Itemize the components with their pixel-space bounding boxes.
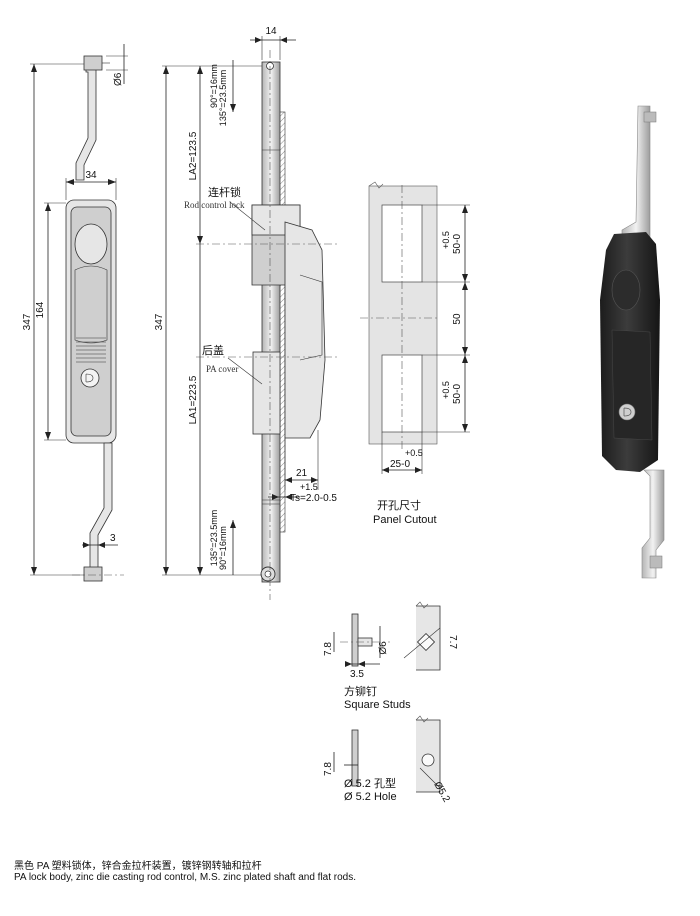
side-view: 14 347 LA2=123.5 LA1=223.5 90°=16mm 135°… bbox=[154, 26, 340, 600]
hole-label-cn: Ø 5.2 孔型 bbox=[344, 776, 396, 790]
side-dim-21: 21 bbox=[296, 468, 308, 479]
footer-description-cn: 黑色 PA 塑料锁体，锌合金拉杆装置，镀锌钢转轴和拉杆 bbox=[14, 861, 262, 872]
cutout-title-cn: 开孔尺寸 bbox=[377, 498, 421, 512]
studs-dim-3-5: 3.5 bbox=[350, 669, 364, 680]
side-dim-347: 347 bbox=[154, 313, 165, 330]
photo-lower-rod bbox=[641, 469, 665, 579]
side-label-cover-cn: 后盖 bbox=[202, 343, 224, 357]
studs-dim-7-7: 7.7 bbox=[447, 635, 458, 649]
hole-dim-7-8: 7.8 bbox=[323, 762, 334, 776]
side-label-rod-en: Rod control lock bbox=[184, 200, 245, 210]
cutout-dim-lower-tol: +0.5 bbox=[441, 381, 451, 399]
photo-bottom-stud bbox=[649, 555, 663, 569]
footer-description-en: PA lock body, zinc die casting rod contr… bbox=[14, 872, 357, 883]
photo-handle-button bbox=[611, 269, 641, 311]
cutout-title-en: Panel Cutout bbox=[373, 514, 437, 526]
side-ts: Ts=2.0-0.5 bbox=[290, 493, 337, 504]
cutout-dim-upper: 50-0 bbox=[452, 234, 463, 254]
photo-upper-rod bbox=[621, 105, 651, 246]
side-dim-14: 14 bbox=[265, 26, 277, 37]
side-angle-top-135: 135°=23.5mm bbox=[218, 70, 228, 126]
side-label-cover-en: PA cover bbox=[206, 364, 238, 374]
front-dim-34: 34 bbox=[85, 170, 97, 181]
studs-title-cn: 方铆钉 bbox=[344, 684, 377, 698]
front-key-cylinder bbox=[80, 368, 100, 388]
cutout-dim-width: 25-0 bbox=[390, 459, 410, 470]
front-lower-rod bbox=[89, 442, 113, 576]
studs-dim-7-8: 7.8 bbox=[323, 642, 334, 656]
side-angle-bot-135: 135°=23.5mm bbox=[209, 510, 219, 566]
front-handle-button bbox=[74, 223, 108, 265]
cutout-dim-mid: 50 bbox=[452, 313, 463, 325]
hole-circle bbox=[421, 753, 435, 767]
side-angle-top-90: 90°=16mm bbox=[209, 64, 219, 108]
front-dim-347: 347 bbox=[22, 313, 33, 330]
front-dim-phi6: Ø6 bbox=[113, 72, 124, 86]
front-dim-164: 164 bbox=[35, 301, 46, 318]
square-studs-detail: 7.8 Ø6 3.5 7.7 方铆钉 Square Studs bbox=[323, 601, 458, 711]
side-handle-body bbox=[284, 221, 326, 439]
panel-cutout: 50-0 +0.5 50 50-0 +0.5 +0.5 25-0 开孔尺寸 Pa… bbox=[360, 181, 470, 526]
front-upper-rod bbox=[75, 61, 97, 181]
front-grip-ribs bbox=[76, 337, 106, 363]
side-la2: LA2=123.5 bbox=[188, 131, 199, 180]
photo-top-stud bbox=[643, 111, 657, 123]
front-bottom-stud bbox=[83, 566, 103, 582]
studs-title-en: Square Studs bbox=[344, 699, 411, 711]
side-rod bbox=[261, 61, 281, 583]
product-photo bbox=[600, 105, 665, 579]
side-ts-tol: +1.5 bbox=[300, 482, 318, 492]
front-view: 347 164 34 Ø6 3 bbox=[22, 44, 128, 582]
front-top-stud bbox=[83, 55, 103, 71]
side-label-rod-cn: 连杆锁 bbox=[208, 185, 241, 199]
side-la1: LA1=223.5 bbox=[188, 375, 199, 424]
side-pa-cover bbox=[252, 351, 281, 435]
cutout-dim-upper-tol: +0.5 bbox=[441, 231, 451, 249]
hole-detail: 7.8 Ø5.2 Ø 5.2 孔型 Ø 5.2 Hole bbox=[323, 715, 452, 805]
side-angle-bot-90: 90°=16mm bbox=[218, 526, 228, 570]
front-dim-3: 3 bbox=[110, 533, 116, 544]
photo-key-cylinder bbox=[618, 403, 636, 421]
cutout-dim-lower: 50-0 bbox=[452, 384, 463, 404]
cutout-dim-width-tol: +0.5 bbox=[405, 448, 423, 458]
studs-dim-phi6: Ø6 bbox=[378, 641, 389, 655]
hole-label-en: Ø 5.2 Hole bbox=[344, 791, 397, 803]
